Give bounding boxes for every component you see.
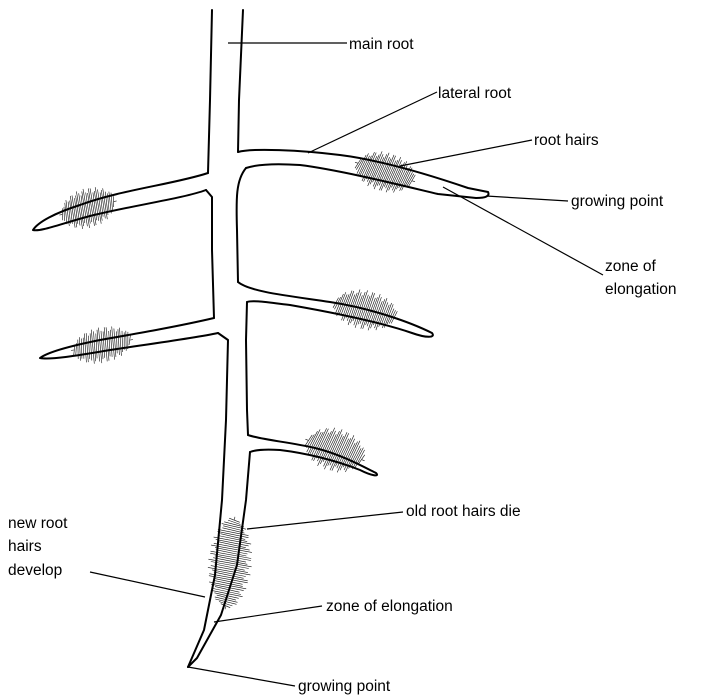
label-main-root: main root: [349, 36, 414, 53]
label-old-root-hairs-die: old root hairs die: [406, 503, 521, 520]
label-zone-elongation-lateral-line1: zone of: [605, 258, 657, 275]
root-hair-stroke: [355, 162, 358, 163]
root-hair-stroke: [103, 332, 105, 358]
leader-old-root-hairs-die: [247, 512, 403, 529]
root-hair-stroke: [405, 172, 413, 187]
root-hair-stroke: [120, 328, 122, 356]
label-new-root-hairs-line2: hairs: [8, 538, 42, 555]
label-zone-elongation-main: zone of elongation: [326, 598, 453, 615]
lateral-root-middle-left: [40, 318, 218, 359]
leader-growing-point-lateral: [486, 196, 568, 201]
root-hair-stroke: [386, 157, 401, 192]
root-hair-stroke: [109, 331, 110, 356]
leader-root-hairs: [400, 140, 532, 166]
root-hair-stroke: [79, 337, 80, 361]
label-new-root-hairs-line3: develop: [8, 562, 62, 579]
root-hair-stroke: [305, 439, 308, 440]
root-hair-stroke: [224, 522, 244, 527]
main-root: [188, 10, 250, 667]
root-hair-patch-main-root: [208, 517, 252, 609]
root-hair-stroke: [84, 334, 86, 363]
root-hair-stroke: [379, 155, 394, 190]
lateral-root-upper-left: [33, 173, 208, 230]
label-growing-point-main: growing point: [298, 678, 391, 695]
leader-lateral-root: [308, 92, 437, 153]
root-hair-stroke: [362, 460, 365, 461]
root-hair-patch-lower-right: [305, 428, 365, 473]
leader-new-root-hairs: [90, 572, 205, 597]
label-root-hairs: root hairs: [534, 132, 599, 149]
root-hair-stroke: [381, 156, 396, 191]
lateral-root-middle-right: [238, 282, 433, 337]
label-zone-elongation-lateral-line2: elongation: [605, 281, 677, 298]
root-hair-stroke: [412, 181, 415, 182]
root-hair-stroke: [209, 582, 246, 589]
root-hair-stroke: [110, 330, 112, 357]
label-lateral-root: lateral root: [438, 85, 512, 102]
root-hair-stroke: [89, 336, 90, 359]
leader-lines: [90, 43, 603, 686]
label-new-root-hairs-line1: new root: [8, 515, 68, 532]
root-hair-stroke: [59, 214, 62, 215]
root-hair-stroke: [118, 329, 120, 355]
root-hair-stroke: [83, 338, 84, 359]
leader-growing-point-main: [188, 667, 295, 686]
leader-zone-elongation-main: [214, 606, 322, 622]
root-hair-stroke: [90, 333, 92, 360]
root-hair-stroke: [130, 340, 133, 341]
root-hair-stroke: [407, 174, 414, 187]
root-hair-stroke: [96, 334, 97, 359]
root-hair-stroke: [114, 201, 117, 202]
root-hair-stroke: [228, 520, 241, 524]
root-hair-stroke: [116, 331, 117, 353]
labels: main root lateral root root hairs growin…: [8, 36, 677, 695]
label-growing-point-lateral: growing point: [571, 193, 664, 210]
root-hair-stroke: [86, 333, 88, 362]
root-hair-stroke: [71, 350, 74, 351]
